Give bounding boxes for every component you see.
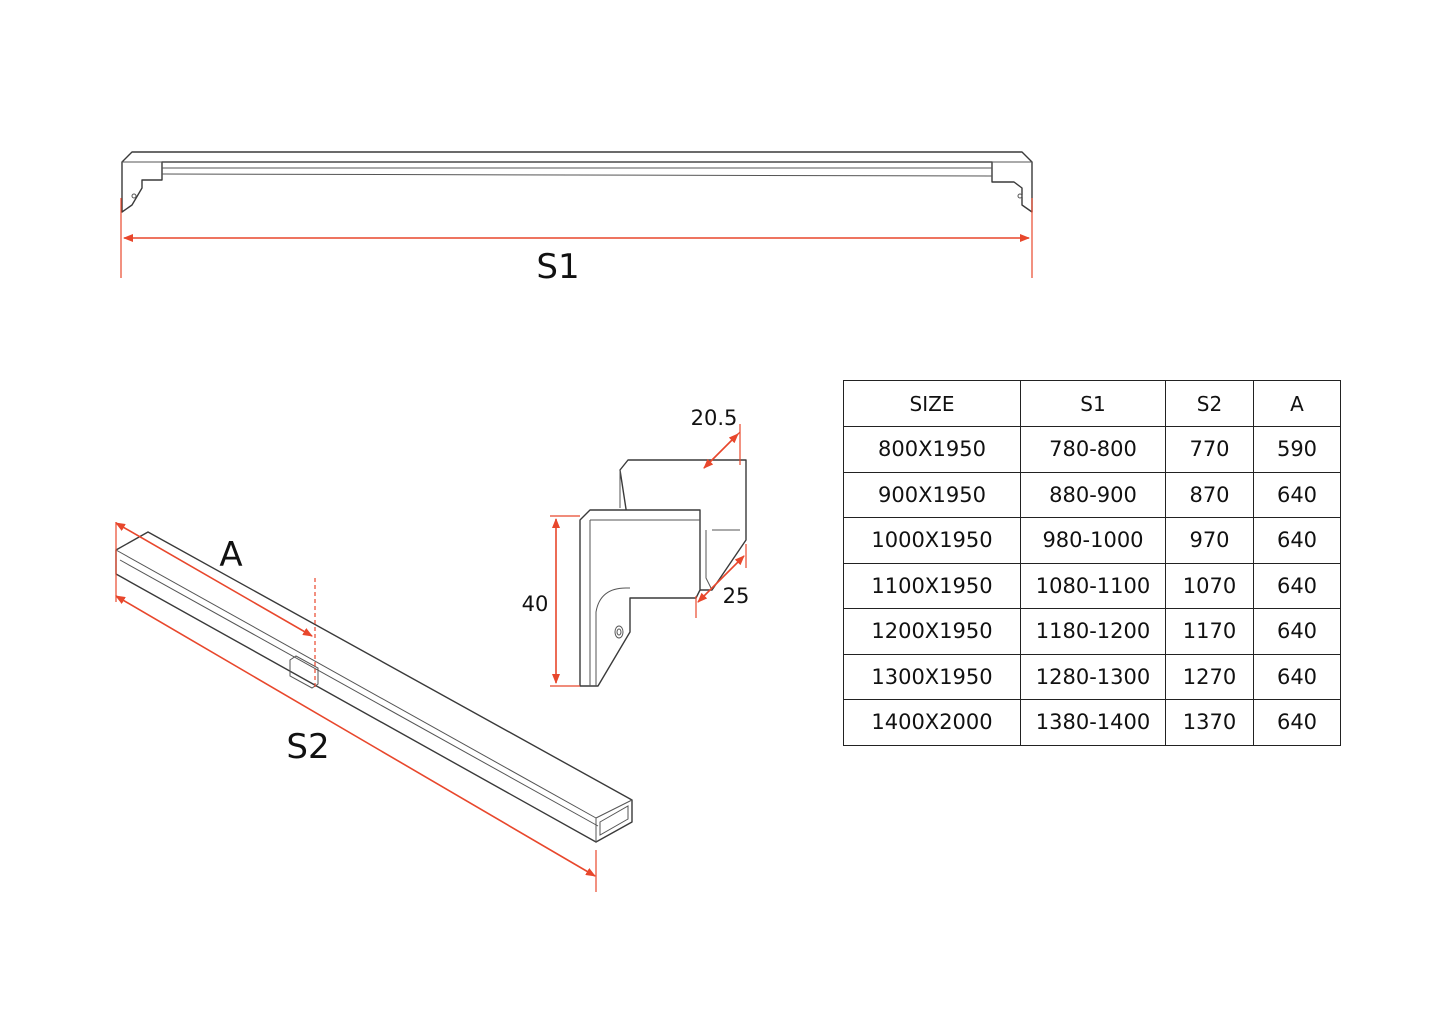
cell-s1: 1080-1100 (1020, 562, 1166, 609)
header-s2: S2 (1165, 380, 1254, 427)
bracket-dimensions (550, 424, 747, 687)
cell-s1: 1380-1400 (1020, 699, 1166, 746)
table-row: 900X1950 880-900 870 640 (843, 471, 1341, 518)
cell-s2: 1370 (1165, 699, 1254, 746)
dim-height-label: 40 (522, 592, 549, 616)
cell-size: 1200X1950 (843, 608, 1021, 655)
cell-a: 640 (1253, 517, 1341, 564)
table-header-row: SIZE S1 S2 A (843, 380, 1341, 427)
cell-a: 640 (1253, 562, 1341, 609)
cell-s2: 1170 (1165, 608, 1254, 655)
cell-a: 640 (1253, 653, 1341, 700)
cell-s2: 970 (1165, 517, 1254, 564)
cell-size: 1400X2000 (843, 699, 1021, 746)
bracket-part (579, 459, 747, 687)
cell-size: 1000X1950 (843, 517, 1021, 564)
cell-s2: 1270 (1165, 653, 1254, 700)
s1-dimension (120, 198, 1033, 278)
s2-dimension (115, 522, 597, 892)
s2-label: S2 (286, 727, 329, 767)
table-row: 1400X2000 1380-1400 1370 640 (843, 699, 1341, 746)
table-row: 1000X1950 980-1000 970 640 (843, 517, 1341, 564)
cell-s2: 870 (1165, 471, 1254, 518)
a-label: A (219, 535, 242, 575)
cell-a: 590 (1253, 426, 1341, 473)
cell-size: 1300X1950 (843, 653, 1021, 700)
table-row: 1100X1950 1080-1100 1070 640 (843, 562, 1341, 609)
table-row: 1200X1950 1180-1200 1170 640 (843, 608, 1341, 655)
cell-size: 800X1950 (843, 426, 1021, 473)
size-table: SIZE S1 S2 A 800X1950 780-800 770 590 90… (843, 380, 1341, 746)
cell-size: 1100X1950 (843, 562, 1021, 609)
table-row: 800X1950 780-800 770 590 (843, 426, 1341, 473)
cell-a: 640 (1253, 471, 1341, 518)
s1-label: S1 (536, 247, 579, 287)
tube-part (115, 531, 633, 843)
cell-s2: 1070 (1165, 562, 1254, 609)
cell-a: 640 (1253, 608, 1341, 655)
cell-s1: 780-800 (1020, 426, 1166, 473)
dim-depth-label: 25 (723, 584, 750, 608)
cell-a: 640 (1253, 699, 1341, 746)
dim-width-label: 20.5 (691, 406, 738, 430)
header-size: SIZE (843, 380, 1021, 427)
cell-s1: 980-1000 (1020, 517, 1166, 564)
header-s1: S1 (1020, 380, 1166, 427)
top-bar-part (121, 151, 1033, 213)
table-row: 1300X1950 1280-1300 1270 640 (843, 653, 1341, 700)
header-a: A (1253, 380, 1341, 427)
cell-size: 900X1950 (843, 471, 1021, 518)
cell-s1: 1280-1300 (1020, 653, 1166, 700)
cell-s1: 1180-1200 (1020, 608, 1166, 655)
cell-s1: 880-900 (1020, 471, 1166, 518)
cell-s2: 770 (1165, 426, 1254, 473)
